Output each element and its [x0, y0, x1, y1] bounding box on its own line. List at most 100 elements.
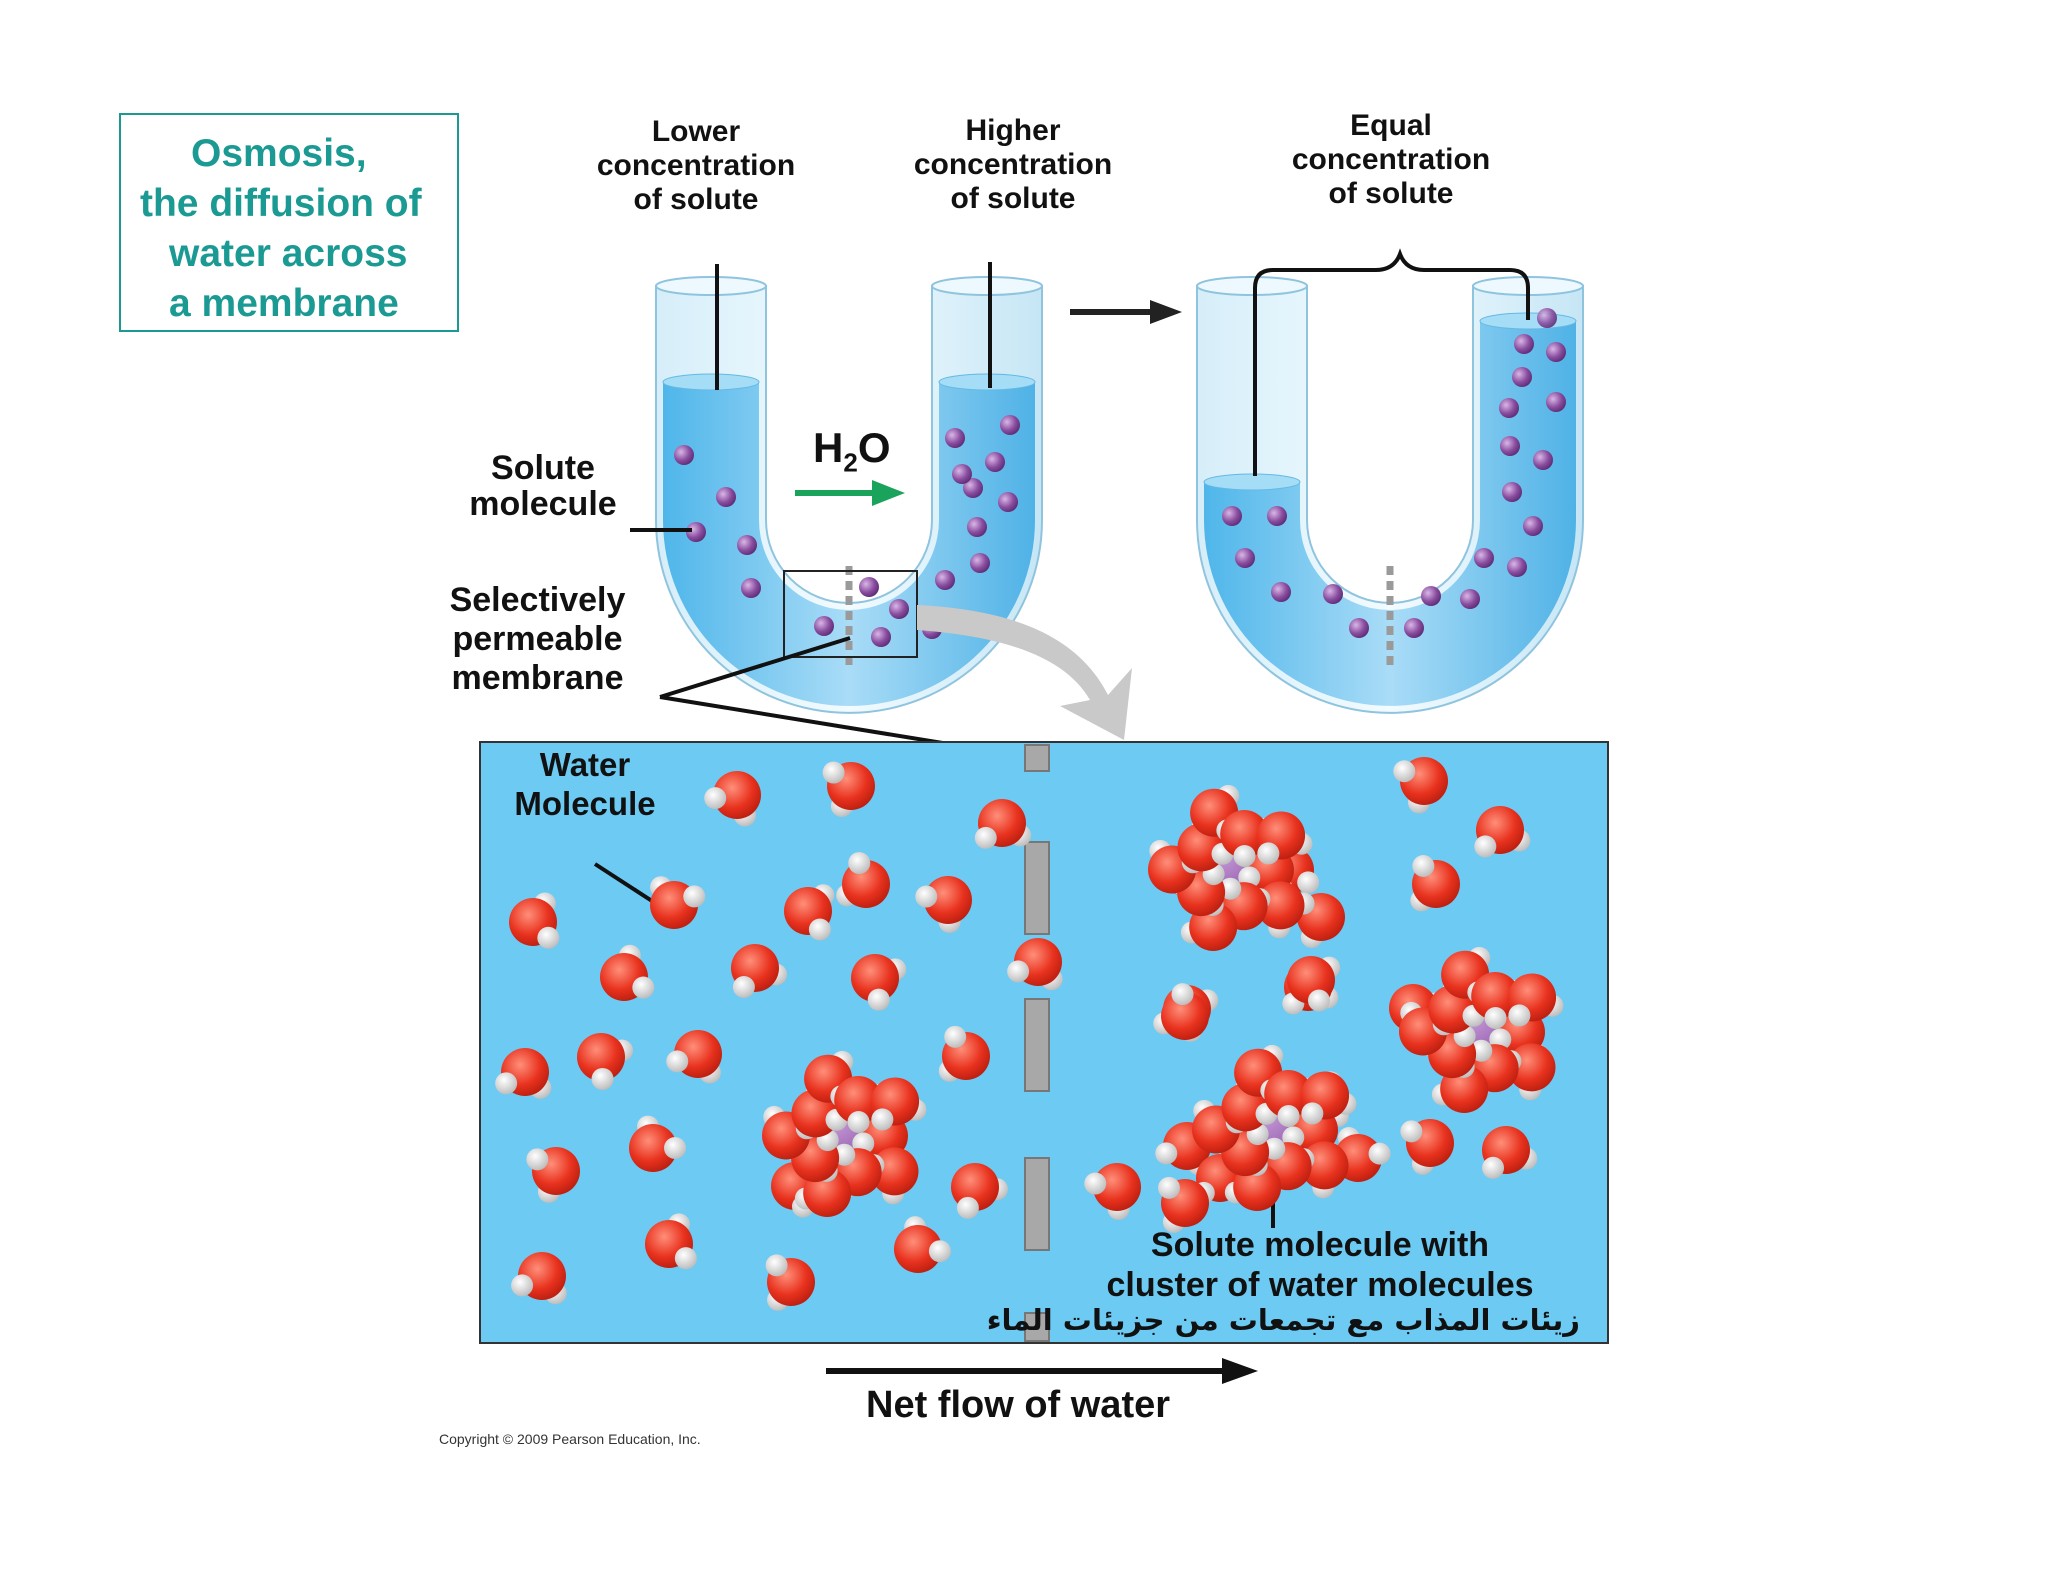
label-water-line2: Molecule	[514, 785, 656, 822]
hydrogen-atom	[1508, 1004, 1531, 1027]
water-molecule	[765, 1254, 815, 1311]
title-line-4: a membrane	[169, 282, 399, 325]
u-tube-right	[1196, 248, 1584, 714]
label-higher-concentration: Higher concentration of solute	[907, 114, 1119, 216]
zoom-arrow	[917, 605, 1132, 740]
water-molecule	[1153, 983, 1209, 1040]
label-lower-line1: Lower	[651, 115, 741, 148]
hydrogen-atom	[591, 1067, 614, 1090]
water-molecule	[871, 1077, 927, 1131]
oxygen-atom	[1471, 972, 1520, 1021]
hydrogen-atom	[511, 1274, 534, 1297]
label-solute-cluster-arabic: زيئات المذاب مع تجمعات من جزيئات الماء	[986, 1303, 1580, 1337]
oxygen-atom	[713, 771, 761, 819]
water-molecule	[915, 876, 972, 933]
label-membrane-line3: membrane	[451, 659, 624, 697]
hydrogen-atom	[1277, 1105, 1300, 1128]
label-higher-line3: of solute	[950, 182, 1076, 215]
label-net-flow: Net flow of water	[866, 1384, 1171, 1426]
water-molecule	[1007, 938, 1063, 991]
hydrogen-atom	[915, 885, 938, 908]
label-membrane-line1: Selectively	[449, 581, 626, 619]
water-molecule	[1474, 806, 1531, 858]
h2o-h: H	[813, 424, 844, 471]
water-molecule	[731, 944, 788, 998]
hydrogen-atom	[928, 1240, 951, 1263]
detail-panel	[479, 741, 1609, 1344]
h2o-sub: 2	[843, 447, 858, 478]
label-solute-molecule: Solute molecule	[453, 450, 633, 522]
water-molecule	[704, 771, 761, 827]
label-lower-line3: of solute	[633, 183, 759, 216]
hydrogen-atom	[956, 1196, 979, 1219]
water-molecule	[1158, 1176, 1209, 1233]
copyright-text: Copyright © 2009 Pearson Education, Inc.	[439, 1431, 701, 1447]
hydrogen-atom	[1158, 1176, 1181, 1199]
label-solute-line2: molecule	[469, 485, 617, 523]
water-molecule	[1287, 956, 1341, 1012]
hydrogen-atom	[1474, 835, 1497, 858]
hydrogen-atom	[526, 1148, 549, 1171]
water-molecule	[629, 1115, 686, 1172]
label-higher-line1: Higher	[965, 114, 1061, 147]
label-equal-line2: concentration	[1291, 143, 1491, 176]
oxygen-atom	[577, 1033, 625, 1081]
hydrogen-atom	[944, 1025, 967, 1048]
label-solute-line1: Solute	[491, 449, 595, 487]
water-molecule	[577, 1033, 634, 1090]
hydrogen-atom	[537, 926, 560, 949]
h2o-flow-arrow	[795, 480, 905, 506]
hydrogen-atom	[1400, 1120, 1423, 1143]
oxygen-atom	[1161, 992, 1209, 1040]
water-molecule	[851, 954, 907, 1011]
water-molecule	[666, 1030, 722, 1084]
hydrogen-atom	[847, 1111, 870, 1134]
oxygen-atom	[1264, 1070, 1313, 1119]
title-line-1: Osmosis,	[191, 132, 367, 175]
water-molecule	[645, 1213, 697, 1270]
hydrogen-atom	[848, 852, 871, 875]
oxygen-atom	[894, 1225, 942, 1273]
water-molecule	[1301, 1071, 1357, 1125]
water-molecule	[509, 892, 560, 949]
hydrogen-atom	[1482, 1156, 1505, 1179]
hydrogen-atom	[732, 975, 755, 998]
water-molecule	[951, 1163, 1008, 1219]
h2o-o: O	[857, 424, 891, 471]
hydrogen-atom	[1301, 1102, 1324, 1125]
hydrogen-atom	[1412, 854, 1435, 877]
water-molecule	[650, 876, 706, 929]
label-higher-line2: concentration	[913, 148, 1113, 181]
hydrogen-atom	[495, 1072, 518, 1095]
water-molecule	[1393, 757, 1448, 814]
water-molecule	[974, 799, 1032, 849]
water-molecule	[1400, 1119, 1454, 1175]
hydrogen-atom	[1155, 1142, 1178, 1165]
hydrogen-atom	[674, 1247, 697, 1270]
hydrogen-atom	[871, 1108, 894, 1131]
water-molecule	[600, 944, 655, 1001]
water-molecule	[894, 1216, 951, 1273]
hydrogen-atom	[683, 885, 706, 908]
hydrogen-atom	[1368, 1142, 1391, 1165]
hydrogen-atom	[1084, 1172, 1107, 1195]
hydrogen-atom	[1393, 760, 1416, 783]
hydrogen-atom	[765, 1254, 788, 1277]
label-water-molecule: Water Molecule	[500, 745, 670, 823]
hydrogen-atom	[1307, 989, 1330, 1012]
hydrogen-atom	[632, 976, 655, 999]
hydrogen-atom	[1297, 871, 1320, 894]
title-box: Osmosis, the diffusion of water across a…	[119, 113, 459, 332]
water-molecule	[511, 1252, 567, 1305]
oxygen-atom	[1093, 1163, 1141, 1211]
water-molecule	[495, 1048, 552, 1099]
hydrogen-atom	[1257, 842, 1280, 865]
water-molecule	[822, 761, 875, 818]
label-lower-concentration: Lower concentration of solute	[590, 115, 802, 217]
label-solute-cluster: Solute molecule with cluster of water mo…	[1080, 1225, 1560, 1305]
water-molecule	[938, 1025, 990, 1082]
water-molecule	[1482, 1126, 1538, 1179]
water-molecule	[1410, 854, 1460, 912]
h2o-label: H2O	[813, 425, 890, 485]
